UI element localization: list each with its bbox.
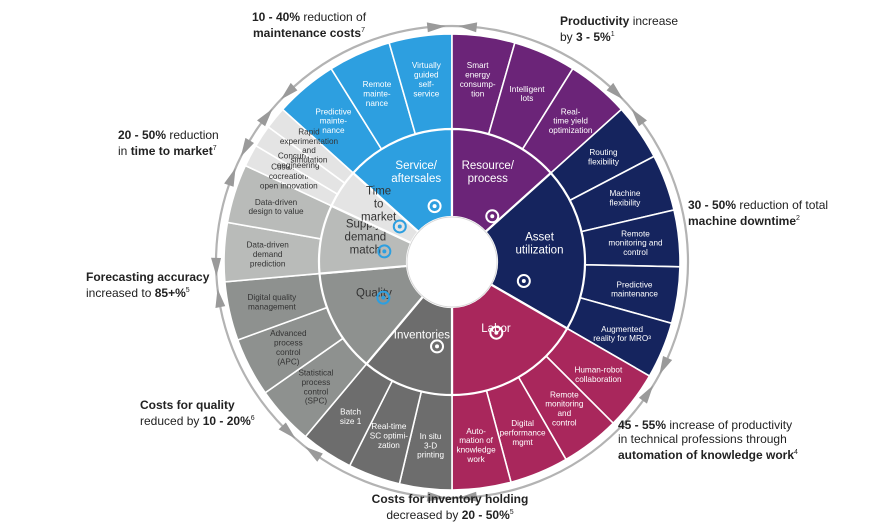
callout-quality: Costs for quality reduced by 10 - 20%6 xyxy=(140,398,255,428)
callout-labor: 45 - 55% increase of productivity in tec… xyxy=(618,418,798,462)
ring-arrow-head xyxy=(426,491,446,502)
medal-icon xyxy=(376,290,391,305)
callout-asset: 30 - 50% reduction of total machine down… xyxy=(688,198,829,228)
driver-label-resource: Resource/process xyxy=(462,160,515,185)
callout-supply: Forecasting accuracy increased to 85+%5 xyxy=(86,270,210,300)
callout-resource: Productivity increase by 3 - 5%1 xyxy=(560,14,679,44)
hand-coin-icon xyxy=(516,274,531,289)
ring-arrow-head xyxy=(659,355,673,375)
ring-arrow-head xyxy=(426,22,446,33)
driver-label-service: Service/aftersales xyxy=(391,160,441,185)
arrows-icon xyxy=(377,244,392,259)
ring-arrow-head xyxy=(458,22,478,33)
driver-label-inventories: Inventories xyxy=(394,330,451,342)
ring-arrow-head xyxy=(458,491,478,502)
ring-arrow-head xyxy=(278,422,296,439)
ring-arrow-head xyxy=(224,167,236,187)
ring-arrow-head xyxy=(211,257,222,277)
callout-time: 20 - 50% reduction in time to market7 xyxy=(118,128,219,158)
center-hub-rim xyxy=(406,216,498,308)
ring-arrow-head xyxy=(215,288,226,308)
driver-label-labor: Labor xyxy=(481,323,511,335)
callout-inventories: Costs for inventory holding decreased by… xyxy=(371,492,529,522)
document-icon xyxy=(430,339,445,354)
callout-service: 10 - 40% reduction of maintenance costs7 xyxy=(251,10,367,40)
outer-arrow-ring xyxy=(211,22,690,502)
center-hub xyxy=(407,217,497,307)
ring-arrow-head xyxy=(305,446,323,462)
gears-icon xyxy=(485,209,500,224)
ring-arrow-head xyxy=(257,108,273,127)
ring-arrow-head xyxy=(638,385,654,404)
ring-arrow-head xyxy=(631,108,647,127)
ring-arrow-head xyxy=(280,82,298,100)
ring-arrow-head xyxy=(240,137,254,157)
people-icon xyxy=(489,325,504,340)
mechanic-icon xyxy=(427,199,442,214)
alarm-clock-icon xyxy=(392,219,407,234)
ring-arrow-head xyxy=(606,82,624,100)
